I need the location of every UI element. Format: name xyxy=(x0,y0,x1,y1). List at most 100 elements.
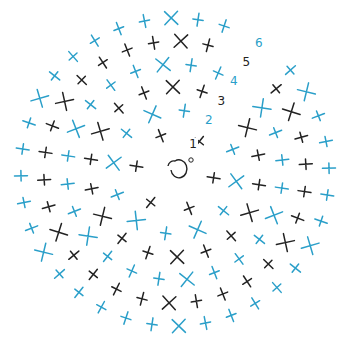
increase-stitch xyxy=(106,155,121,170)
single-crochet xyxy=(41,200,56,213)
single-crochet xyxy=(223,227,239,244)
increase-stitch xyxy=(92,122,110,140)
single-crochet xyxy=(268,125,284,139)
increase-stitch xyxy=(189,221,206,238)
single-crochet xyxy=(137,85,151,101)
increase-stitch xyxy=(165,11,178,24)
increase-stitch xyxy=(162,296,176,310)
round-number: 4 xyxy=(229,75,239,87)
single-crochet xyxy=(61,150,75,162)
single-crochet xyxy=(109,281,124,297)
single-crochet xyxy=(199,316,212,331)
single-crochet xyxy=(224,307,238,323)
single-crochet xyxy=(282,62,299,78)
single-crochet xyxy=(319,135,334,148)
stitch-round xyxy=(84,80,266,263)
single-crochet xyxy=(138,14,151,29)
magic-ring xyxy=(168,160,187,178)
single-crochet xyxy=(143,194,159,211)
single-crochet xyxy=(260,256,277,273)
single-crochet xyxy=(95,54,111,71)
single-crochet xyxy=(65,48,81,65)
increase-stitch xyxy=(79,227,97,245)
single-crochet xyxy=(111,100,127,117)
single-crochet xyxy=(73,72,90,89)
single-crochet xyxy=(231,251,247,268)
single-crochet xyxy=(206,172,220,184)
single-crochet xyxy=(14,170,27,181)
single-crochet xyxy=(211,65,226,81)
single-crochet xyxy=(146,317,158,331)
single-crochet xyxy=(201,38,214,53)
stitch-round xyxy=(61,58,290,287)
single-crochet xyxy=(195,84,209,100)
stitch-round xyxy=(14,11,335,332)
single-crochet xyxy=(87,32,103,49)
single-crochet xyxy=(71,284,87,301)
single-crochet xyxy=(141,245,155,261)
single-crochet xyxy=(322,163,335,174)
round-number: 2 xyxy=(204,114,214,126)
round-number: 5 xyxy=(242,56,252,68)
single-crochet xyxy=(129,160,143,172)
single-crochet xyxy=(182,200,196,216)
single-crochet xyxy=(109,187,125,201)
single-crochet xyxy=(215,203,232,219)
single-crochet xyxy=(37,174,51,185)
single-crochet xyxy=(85,266,101,283)
single-crochet xyxy=(275,182,289,194)
single-crochet xyxy=(46,68,63,84)
single-crochet xyxy=(15,143,29,155)
increase-stitch xyxy=(297,83,315,101)
increase-stitch xyxy=(301,237,319,255)
stitch-round xyxy=(37,34,312,309)
single-crochet xyxy=(252,179,266,191)
single-crochet xyxy=(112,21,126,37)
increase-stitch xyxy=(283,103,301,121)
single-crochet xyxy=(84,182,99,195)
single-crochet xyxy=(44,119,60,133)
single-crochet xyxy=(153,272,165,286)
single-crochet xyxy=(124,263,139,279)
single-crochet xyxy=(118,125,135,141)
increase-stitch xyxy=(127,211,145,229)
single-crochet xyxy=(225,142,241,156)
single-crochet xyxy=(190,294,202,309)
single-crochet xyxy=(297,185,311,197)
increase-stitch xyxy=(56,92,74,110)
increase-stitch xyxy=(241,204,259,222)
single-crochet xyxy=(299,159,313,170)
increase-stitch xyxy=(156,58,170,72)
single-crochet xyxy=(199,243,213,259)
single-crochet xyxy=(135,291,148,306)
single-crochet xyxy=(275,154,289,166)
increase-stitch xyxy=(94,207,112,225)
round-number: 3 xyxy=(217,95,227,107)
single-crochet xyxy=(320,189,334,201)
single-crochet xyxy=(207,265,221,281)
increase-stitch xyxy=(180,272,194,286)
single-crochet xyxy=(178,103,190,117)
round-number: 1 xyxy=(188,138,198,150)
increase-stitch xyxy=(166,80,179,93)
single-crochet xyxy=(120,42,134,58)
chain-stitch xyxy=(189,158,193,162)
single-crochet xyxy=(251,231,268,247)
single-crochet xyxy=(269,279,285,296)
increase-stitch xyxy=(229,174,244,189)
increase-stitch xyxy=(50,224,68,242)
single-crochet xyxy=(94,299,109,315)
single-crochet xyxy=(239,273,255,290)
single-crochet xyxy=(160,226,172,240)
stitch-round xyxy=(106,103,243,240)
single-crochet xyxy=(217,18,231,34)
increase-stitch xyxy=(144,106,161,123)
single-crochet xyxy=(216,286,230,302)
single-crochet xyxy=(66,204,82,218)
increase-stitch xyxy=(172,319,185,332)
single-crochet xyxy=(287,260,304,276)
single-crochet xyxy=(128,63,142,79)
single-crochet xyxy=(294,130,309,143)
